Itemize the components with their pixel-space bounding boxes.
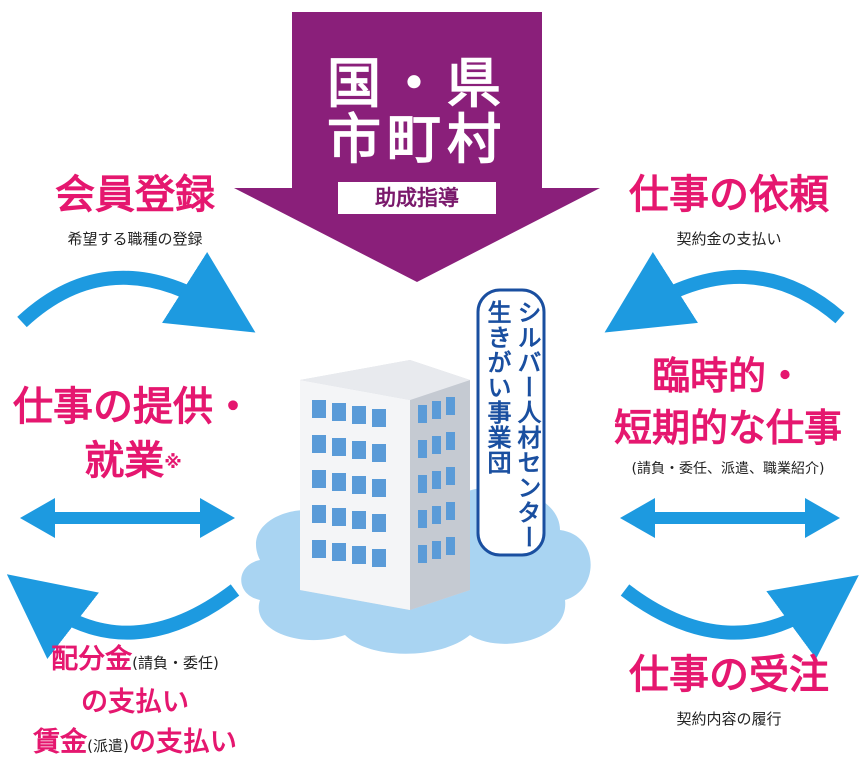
payment-wage-tail: の支払い [128, 727, 237, 758]
payment-line3: 賃金(派遣)の支払い [10, 723, 260, 766]
temp-job-line2: 短期的な仕事 [613, 406, 842, 450]
job-request-title: 仕事の依頼 [629, 172, 829, 218]
arrow-job-request [604, 252, 845, 333]
arrow-left-double [20, 498, 235, 538]
member-register-sub: 希望する職種の登録 [67, 230, 203, 248]
arrow-job-order [620, 575, 859, 659]
payment-line2: の支払い [81, 687, 189, 718]
center-label-box [476, 288, 546, 557]
government-arrow [234, 12, 600, 282]
arrow-right-double [620, 498, 840, 538]
job-request-sub: 契約金の支払い [676, 230, 782, 248]
center-label: シルバー人材センター 生きがい事業団 [480, 300, 542, 550]
temp-job-line1: 臨時的・ [651, 354, 804, 398]
job-provide-work: 就業 [84, 438, 165, 484]
job-provide-title: 仕事の提供・ 就業※ [8, 380, 258, 490]
government-line1: 国・県 [327, 52, 507, 115]
government-line2: 市町村 [327, 108, 507, 171]
government-badge: 助成指導 [338, 182, 496, 214]
payment-allocation-note: (請負・委任) [132, 654, 219, 672]
building-windows [312, 397, 455, 567]
arrow-member-register [17, 252, 256, 333]
arrow-payment [6, 574, 240, 659]
temp-job-sub: (請負・委任、派遣、職業紹介) [631, 461, 825, 477]
payment-wage-note: (派遣) [87, 737, 129, 755]
government-title: 国・県 市町村 [292, 56, 542, 168]
job-order-title: 仕事の受注 [629, 652, 829, 698]
center-label-line2: 生きがい事業団 [483, 300, 511, 475]
payment-allocation: 配分金 [51, 644, 133, 675]
payment-wage: 賃金 [33, 727, 88, 758]
job-provide-line2: 就業※ [8, 434, 258, 490]
job-provide-line1: 仕事の提供・ [13, 384, 253, 430]
payment-line1: 配分金(請負・委任) [10, 640, 260, 683]
job-order-sub: 契約内容の履行 [676, 710, 782, 728]
center-label-line1: シルバー人材センター [513, 300, 541, 550]
temp-job-title: 臨時的・ 短期的な仕事 [596, 350, 860, 454]
payment-text: 配分金(請負・委任) の支払い 賃金(派遣)の支払い [10, 640, 260, 766]
member-register-title: 会員登録 [55, 172, 215, 218]
job-provide-mark: ※ [164, 452, 182, 473]
